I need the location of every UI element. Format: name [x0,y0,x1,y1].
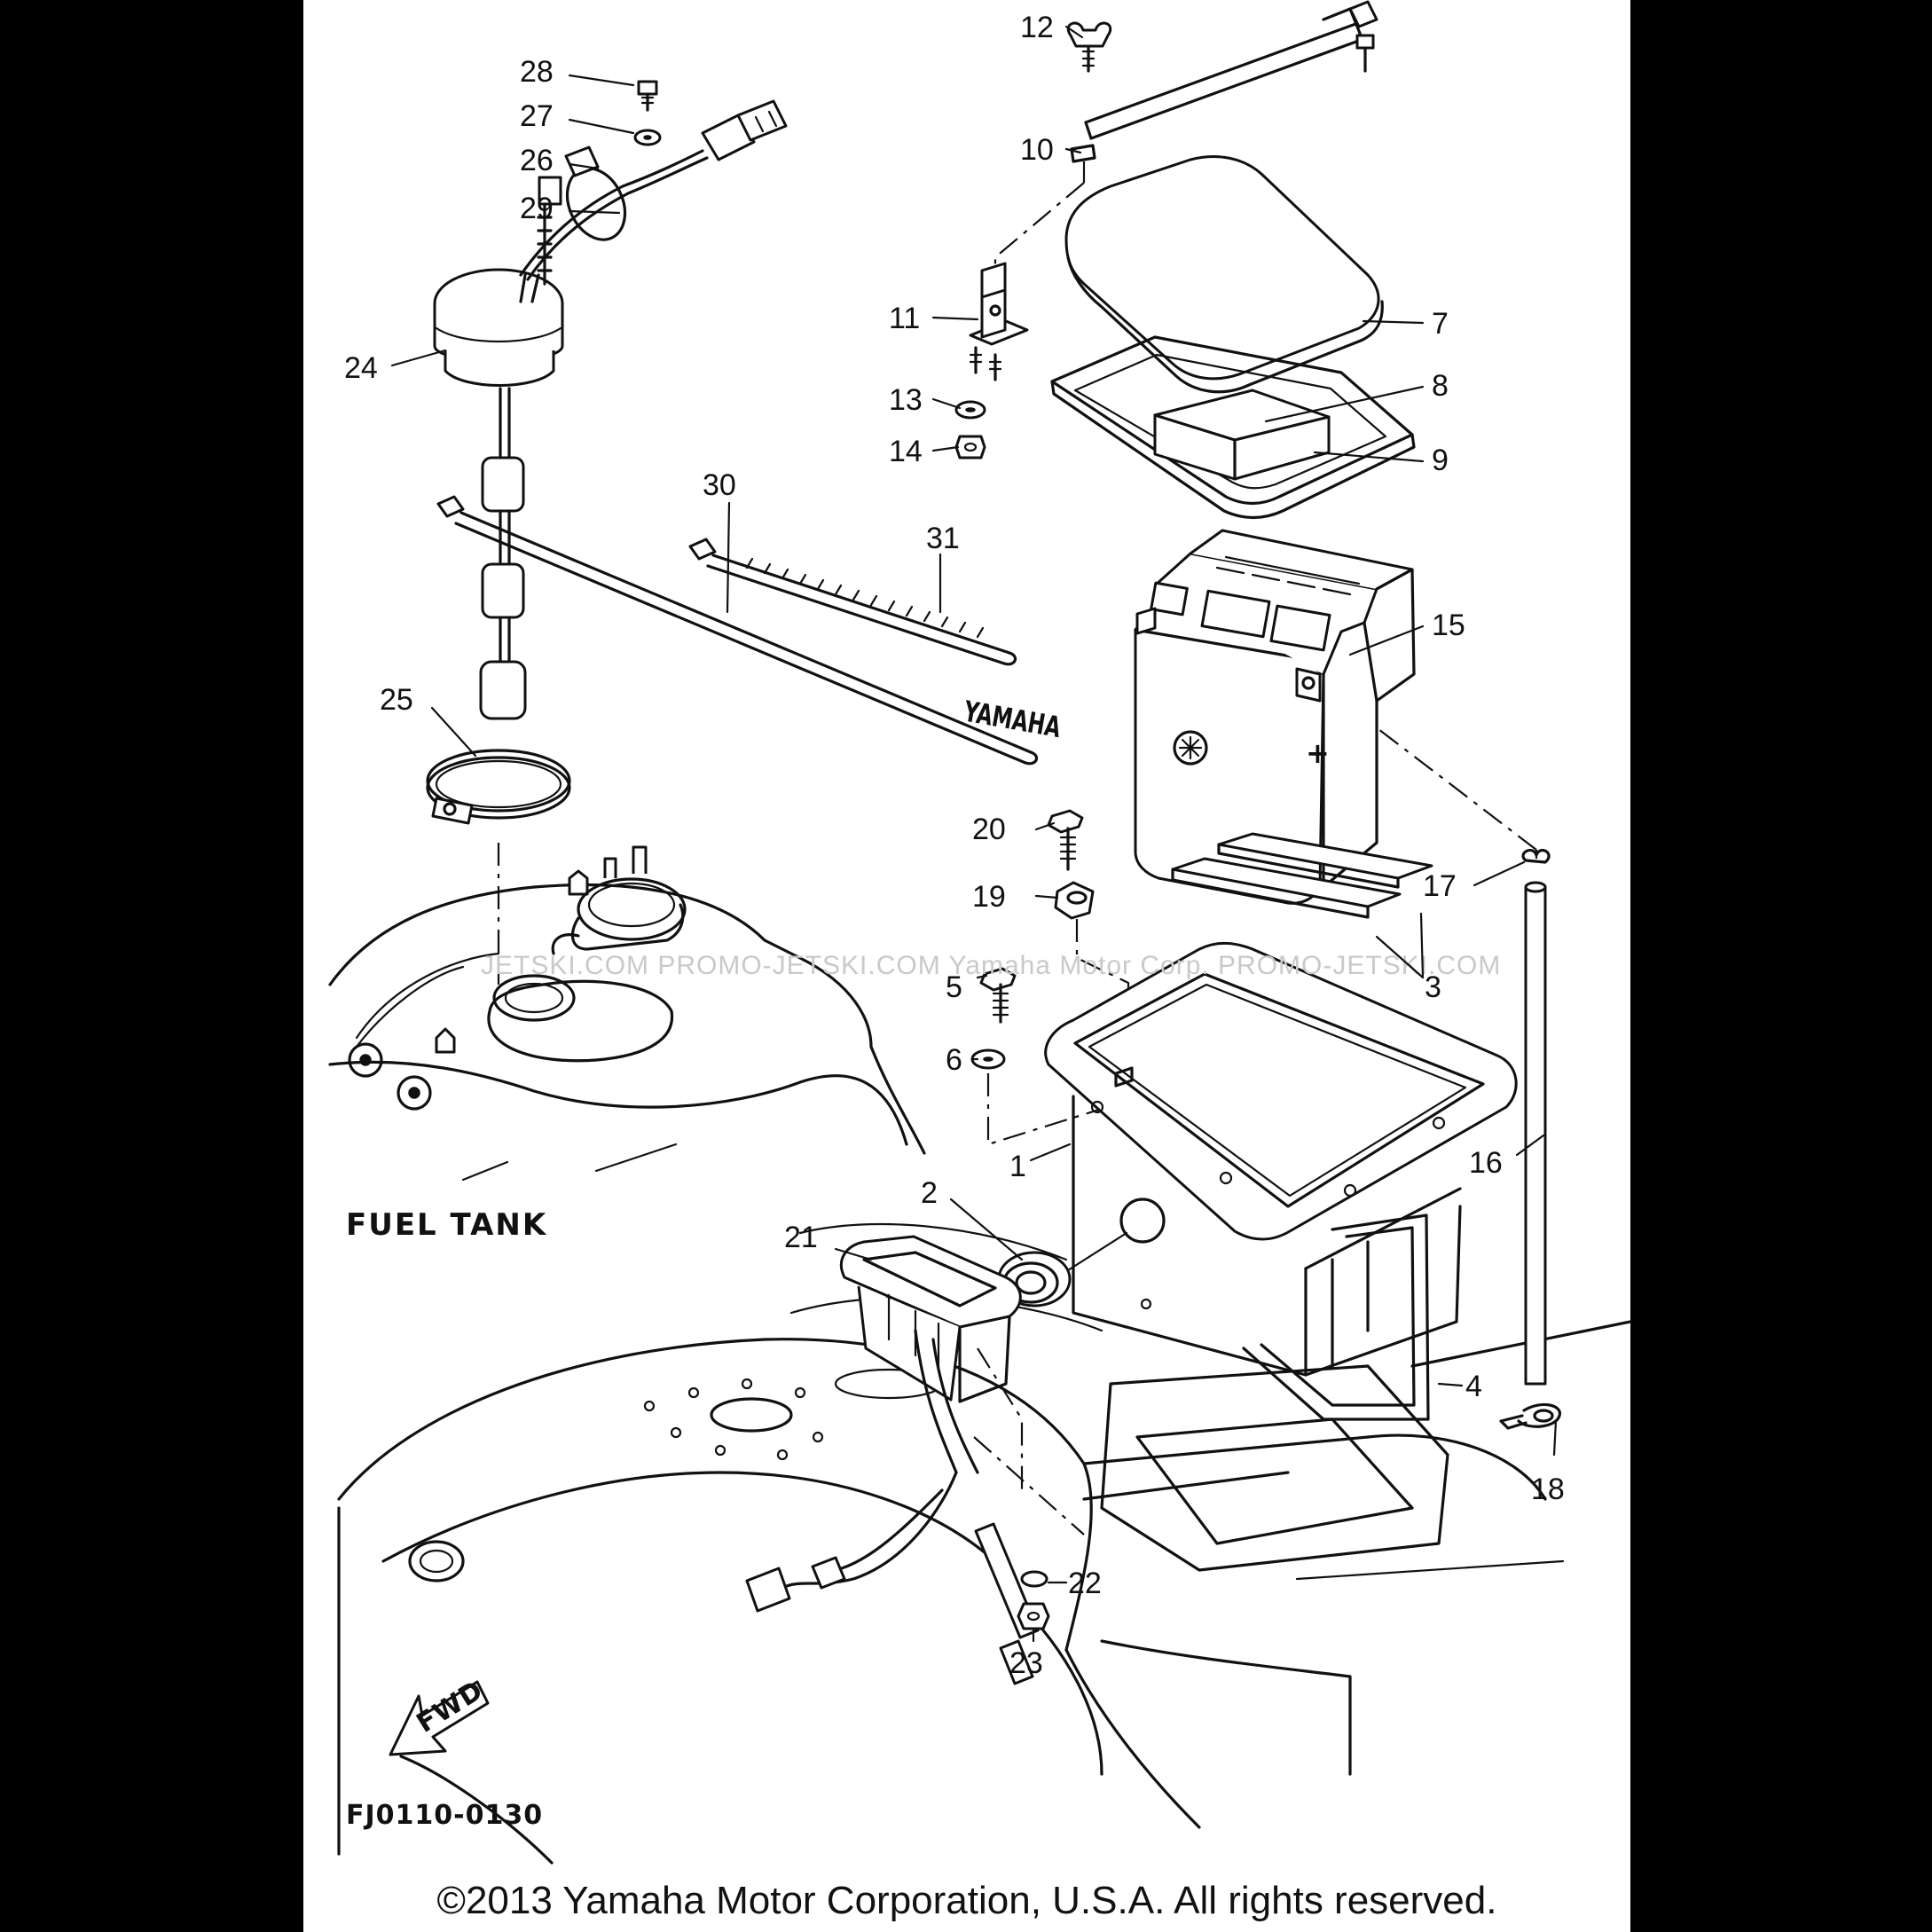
part-6-washer [970,1048,1103,1146]
fuel-tank [328,845,926,1182]
part-25-hose-clamp [426,749,571,985]
callout-22: 22 [1068,1567,1102,1600]
part-8-pad [1153,389,1331,481]
callout-9: 9 [1432,444,1449,477]
fuel-tank-label: FUEL TANK [346,1207,547,1243]
callout-15: 15 [1432,609,1465,642]
part-22-washer [1020,1570,1048,1588]
callout-25: 25 [380,683,413,717]
parts-diagram: FUEL TANK [328,0,1630,1865]
callout-2: 2 [921,1176,938,1210]
callout-24: 24 [344,351,378,385]
part-20-screw [1047,809,1084,871]
part-26-clamp [519,99,788,286]
callout-7: 7 [1432,307,1449,341]
callout-18: 18 [1531,1473,1565,1506]
part-24-fuel-sender [433,268,564,720]
callout-8: 8 [1432,369,1449,403]
part-9-battery-frame [1050,335,1416,520]
part-1-battery-box [1044,941,1518,1377]
part-19-grommet [1054,881,1130,1047]
callout-23: 23 [1009,1646,1043,1680]
part-12-wing-nut [1066,21,1375,73]
callout-21: 21 [784,1221,818,1254]
battery-brand-label: YAMAHA [961,695,1064,745]
callout-29: 29 [520,192,554,225]
part-28-screw [637,80,658,112]
callout-10: 10 [1020,133,1054,167]
callouts: 28 27 26 29 24 25 30 31 12 10 11 13 14 7… [344,11,1565,1680]
part-7-battery-cover [1064,155,1384,394]
diagram-sheet: FUEL TANK [303,0,1630,1932]
part-3-pads [1171,832,1433,919]
callout-17: 17 [1423,869,1457,903]
callout-30: 30 [703,468,736,502]
part-31-cable-tie [688,538,1017,666]
callout-4: 4 [1465,1370,1482,1403]
figure-code: FJ0110-0130 [346,1800,543,1831]
part-11-bracket [969,262,1029,381]
callout-28: 28 [520,55,554,89]
callout-20: 20 [972,813,1006,846]
part-23-nut [1017,1602,1050,1630]
callout-26: 26 [520,144,554,177]
callout-14: 14 [889,435,923,468]
callout-13: 13 [889,383,923,417]
callout-31: 31 [926,522,960,555]
callout-6: 6 [946,1043,962,1077]
battery-plus-label: + [1306,736,1330,770]
callout-19: 19 [972,880,1006,914]
callout-12: 12 [1020,11,1054,44]
hull-outline [337,1222,1630,1865]
callout-27: 27 [520,99,554,133]
part-21-electrical-cover [745,1235,1085,1685]
part-5-screw [979,967,1017,1024]
callout-16: 16 [1469,1146,1503,1180]
part-30-cable-tie [436,495,1039,766]
part-18-hose-clip [1499,1402,1561,1430]
part-16-breather-hose [1524,881,1547,1386]
callout-1: 1 [1009,1150,1026,1183]
part-15-battery [1134,529,1416,905]
part-17-clip [1378,728,1551,864]
part-4-band [1242,1213,1430,1421]
callout-3: 3 [1425,970,1441,1004]
fwd-arrow: FWD [389,1675,490,1756]
callout-11: 11 [889,302,920,335]
part-27-washer [633,129,662,146]
part-14-nut [954,435,986,459]
copyright-notice: ©2013 Yamaha Motor Corporation, U.S.A. A… [436,1879,1497,1922]
leader-lines [390,25,1558,1643]
fwd-label: FWD [412,1675,490,1740]
watermark: JETSKI.COM PROMO-JETSKI.COM Yamaha Motor… [481,951,1501,980]
part-13-washer [954,400,986,420]
callout-5: 5 [946,970,962,1004]
